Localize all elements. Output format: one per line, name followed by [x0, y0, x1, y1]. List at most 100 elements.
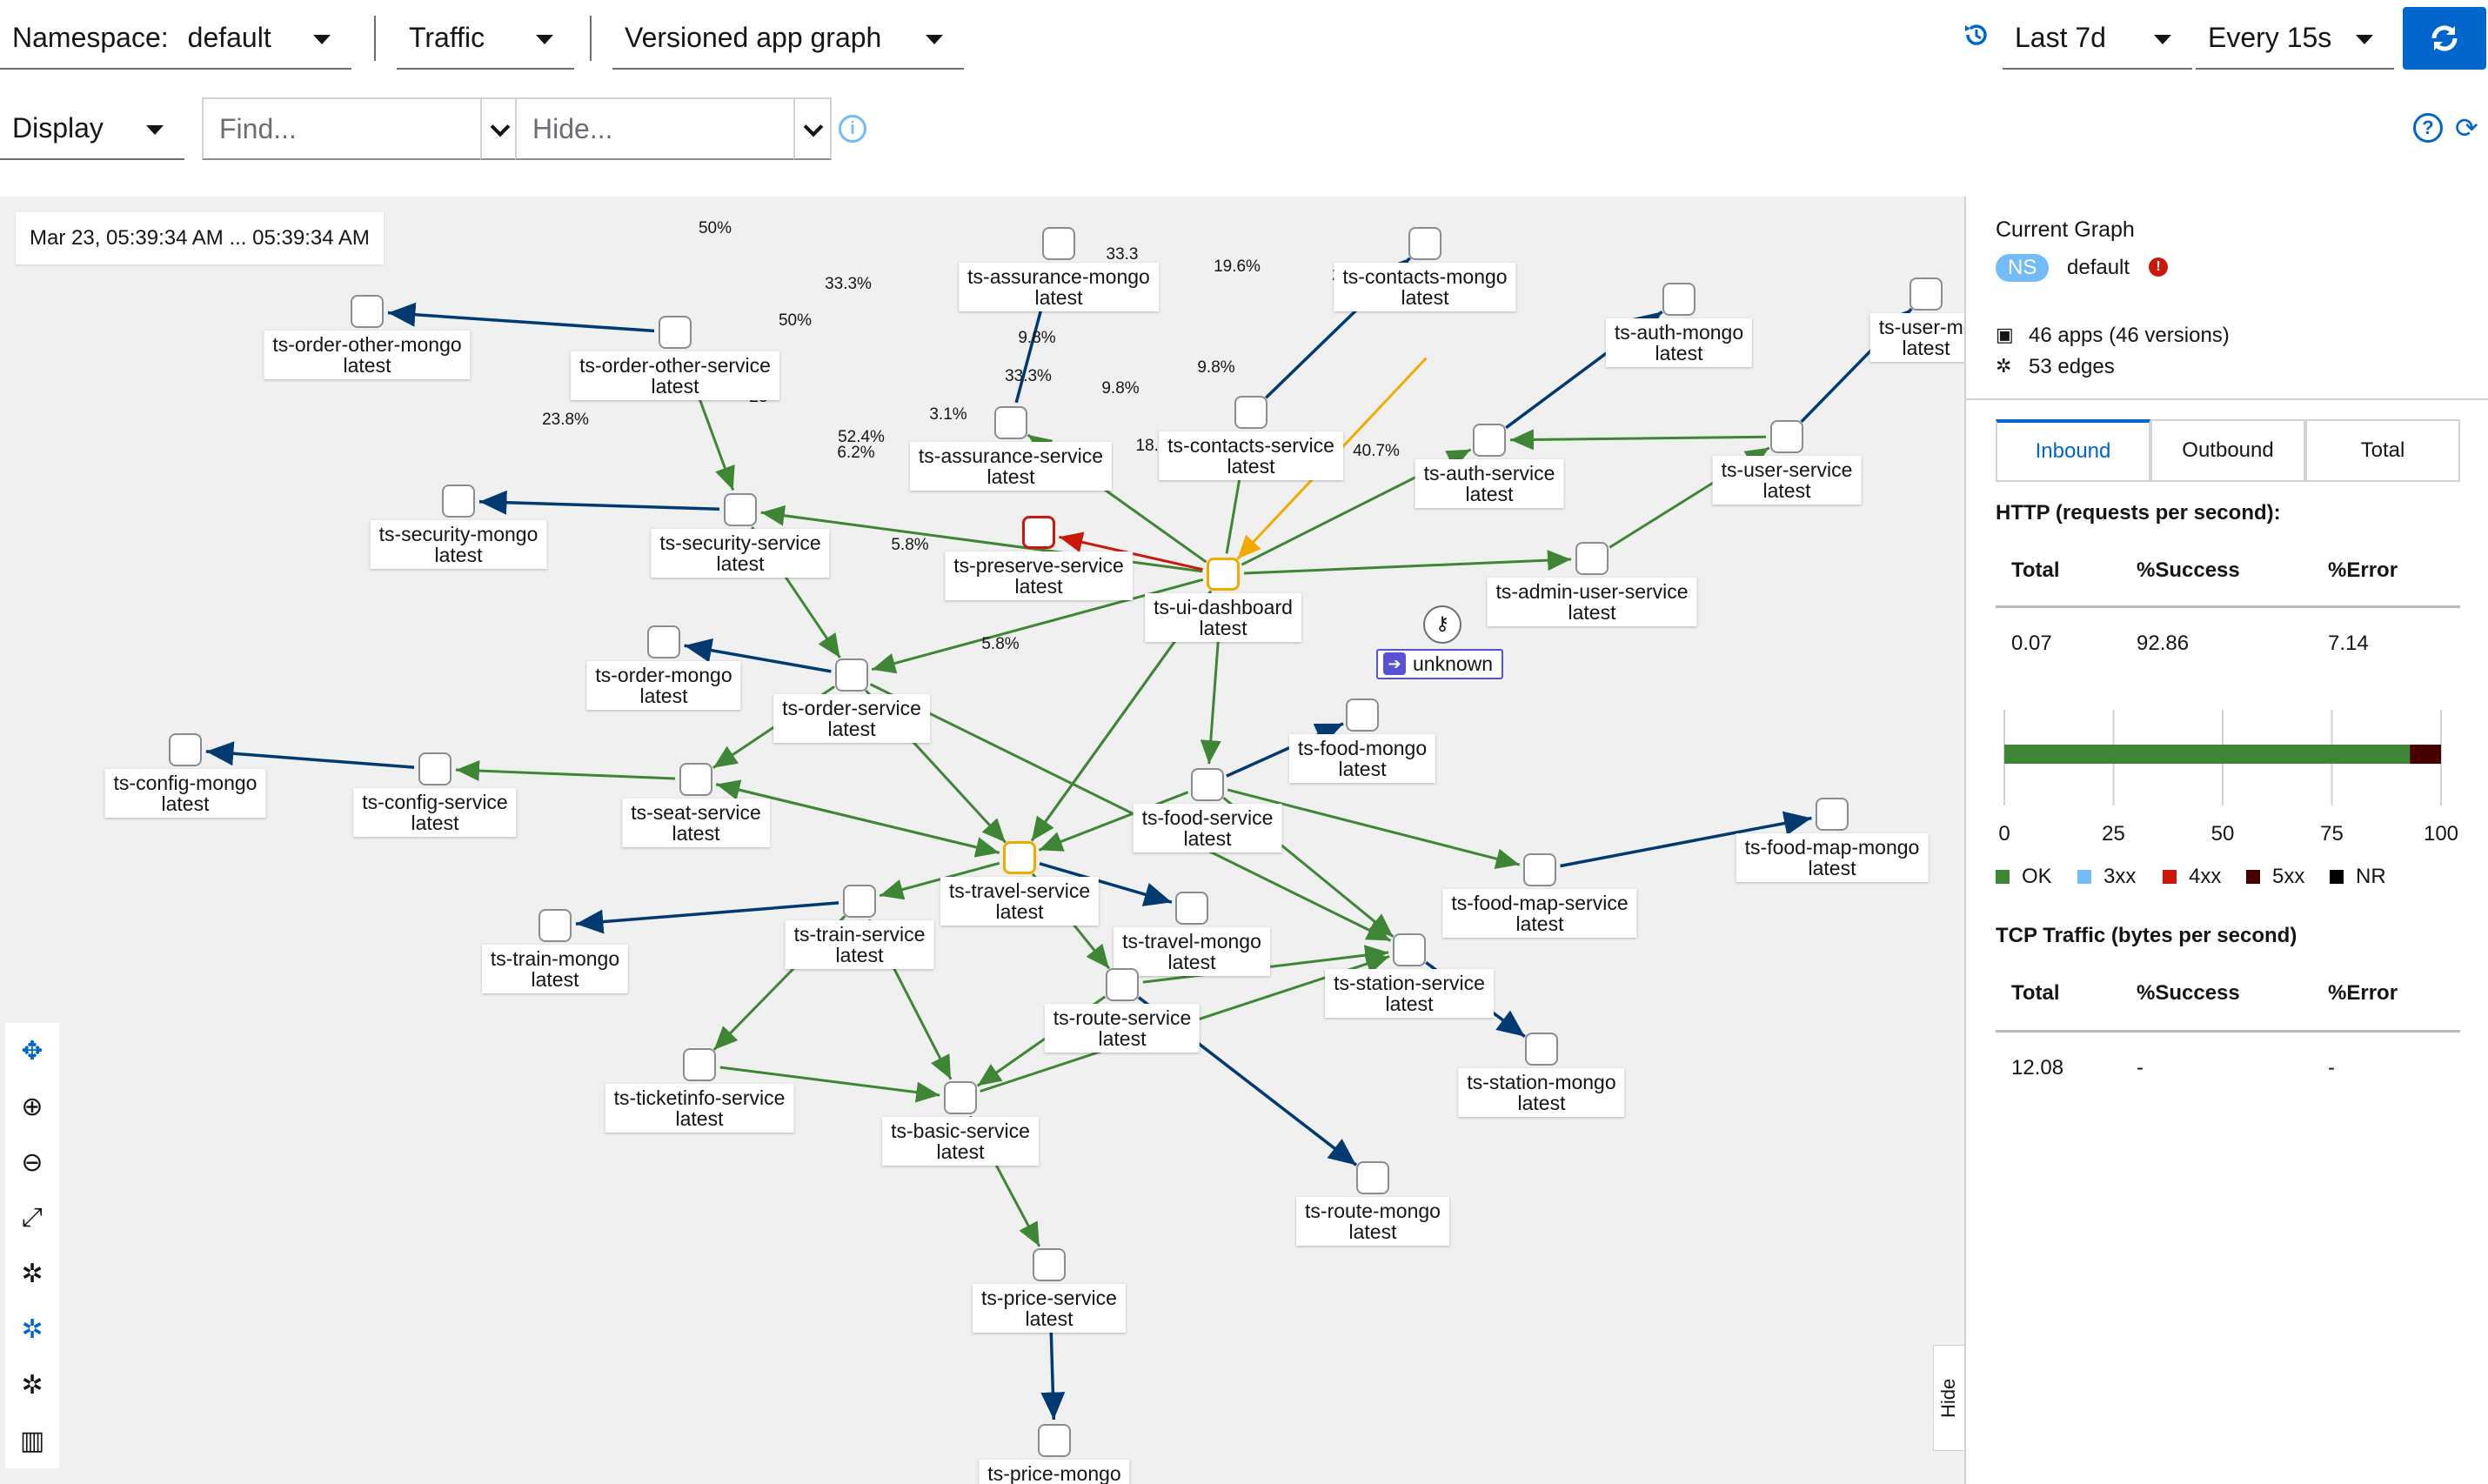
graph-edge[interactable]	[879, 861, 1000, 900]
display-dropdown[interactable]: Display	[0, 97, 184, 160]
layout-2-icon[interactable]: ✲	[21, 1370, 43, 1400]
hide-input[interactable]: Hide...	[515, 97, 795, 160]
namespace-name[interactable]: default	[2067, 256, 2130, 279]
graph-node[interactable]	[1909, 277, 1943, 311]
tab-total[interactable]: Total	[2305, 419, 2460, 480]
history-icon[interactable]	[1961, 19, 1992, 50]
graph-edge[interactable]	[1560, 811, 1812, 868]
graph-node[interactable]	[1207, 558, 1240, 591]
graph-node[interactable]	[659, 316, 692, 349]
traffic-dropdown[interactable]: Traffic	[397, 7, 574, 70]
unknown-node-label[interactable]: unknown	[1376, 649, 1504, 679]
graph-node[interactable]	[1523, 853, 1556, 886]
graph-edge[interactable]	[455, 760, 676, 782]
refresh-interval-dropdown[interactable]: Every 15s	[2196, 7, 2394, 70]
refresh-button[interactable]	[2403, 7, 2486, 70]
graph-node[interactable]	[1662, 283, 1695, 316]
layout-1-icon[interactable]: ✲	[21, 1314, 43, 1344]
graph-node[interactable]	[442, 485, 475, 518]
graph-node[interactable]	[1408, 227, 1441, 260]
node-label[interactable]: ts-price-mongo	[979, 1460, 1130, 1484]
graph-node[interactable]	[351, 295, 384, 328]
graph-edge[interactable]	[1227, 788, 1521, 869]
fit-to-screen-icon[interactable]: ⤢	[22, 1203, 43, 1232]
graph-canvas[interactable]: 50%33.3%33.39.8%19.6%21.6%9.8%9.8%50%9.8…	[0, 197, 1964, 1484]
graph-node[interactable]	[647, 625, 680, 658]
hide-panel-toggle[interactable]: Hide	[1933, 1345, 1964, 1451]
graph-node[interactable]	[1003, 841, 1036, 874]
graph-node[interactable]	[944, 1081, 977, 1114]
graph-edge[interactable]	[1243, 550, 1572, 575]
graph-node[interactable]	[683, 1048, 716, 1081]
graph-edge[interactable]	[715, 779, 1000, 854]
graph-node[interactable]	[679, 763, 712, 796]
graph-edge[interactable]	[1226, 722, 1344, 778]
graph-node[interactable]	[1022, 516, 1055, 549]
zoom-in-icon[interactable]: ⊕	[21, 1092, 43, 1121]
graph-edge[interactable]	[869, 683, 1392, 942]
graph-edge[interactable]	[719, 1066, 940, 1103]
question-circle-icon[interactable]: ?	[2413, 113, 2443, 143]
graph-edge[interactable]	[1038, 791, 1189, 852]
layout-default-icon[interactable]: ✲	[21, 1259, 43, 1288]
graph-node[interactable]	[1175, 892, 1208, 925]
graph-edge[interactable]	[387, 302, 655, 333]
legend-map-icon[interactable]: ▥	[19, 1426, 45, 1455]
sync-alt-icon[interactable]: ⟳	[2455, 112, 2478, 144]
graph-node[interactable]	[1042, 227, 1075, 260]
hide-options-toggle[interactable]	[793, 97, 832, 160]
graph-node[interactable]	[1770, 420, 1803, 453]
graph-node[interactable]	[1038, 1424, 1071, 1457]
graph-node[interactable]	[843, 885, 876, 918]
graph-node[interactable]	[1575, 542, 1609, 575]
zoom-out-icon[interactable]: ⊖	[21, 1147, 43, 1177]
graph-node[interactable]	[1356, 1161, 1389, 1194]
graph-node[interactable]	[1106, 968, 1139, 1001]
graph-node[interactable]	[1033, 1248, 1066, 1281]
graph-node[interactable]	[1191, 768, 1224, 801]
graph-node[interactable]	[1393, 933, 1426, 966]
namespace-dropdown[interactable]: Namespace: default	[0, 7, 351, 70]
tab-inbound[interactable]: Inbound	[1996, 419, 2150, 480]
graph-edge[interactable]	[1039, 862, 1173, 906]
graph-edge[interactable]	[1509, 429, 1767, 451]
graph-node[interactable]	[724, 493, 757, 526]
graph-node[interactable]	[538, 909, 572, 942]
duration-dropdown[interactable]: Last 7d	[2003, 7, 2192, 70]
graph-node[interactable]	[1525, 1033, 1558, 1066]
graph-edge[interactable]	[478, 490, 720, 515]
find-options-toggle[interactable]	[480, 97, 518, 160]
find-input[interactable]: Find...	[202, 97, 482, 160]
graph-edge[interactable]	[575, 901, 839, 934]
graph-node[interactable]	[994, 406, 1027, 439]
graph-node[interactable]	[1473, 424, 1506, 457]
key-icon[interactable]: ⚷	[1423, 605, 1461, 644]
graph-node[interactable]	[418, 752, 451, 785]
pan-icon[interactable]: ✥	[21, 1036, 43, 1066]
chart-bar-ok[interactable]	[2004, 745, 2411, 764]
